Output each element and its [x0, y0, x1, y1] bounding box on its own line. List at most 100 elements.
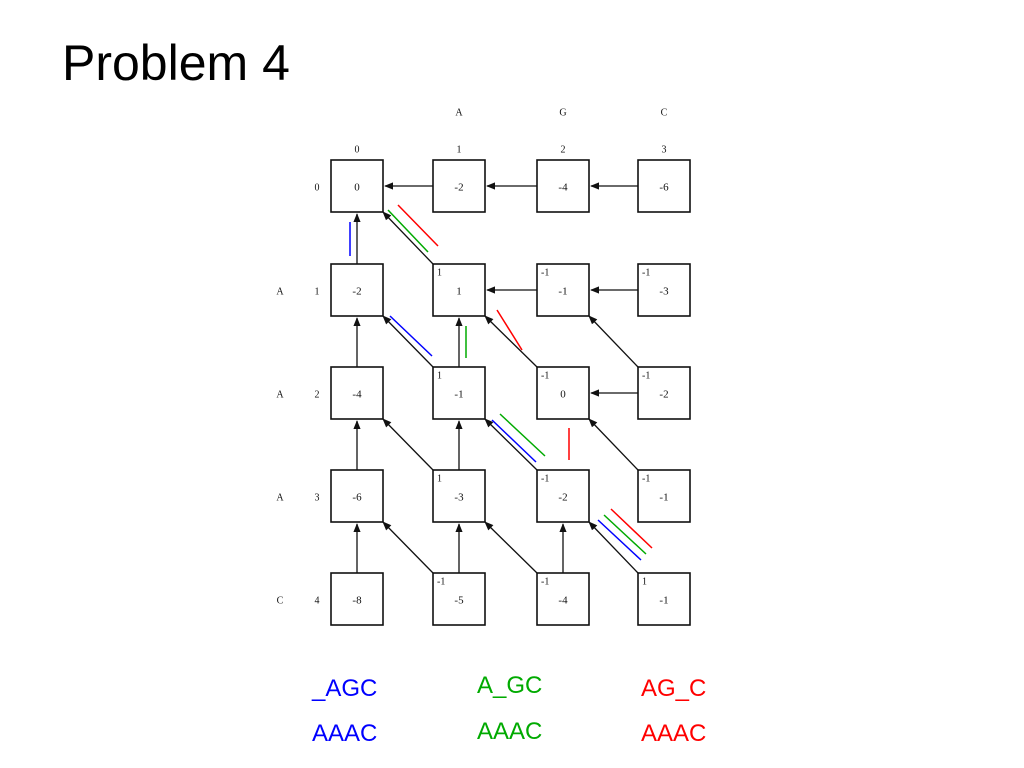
arrow-diagonal	[382, 521, 434, 574]
cell-box	[637, 469, 691, 523]
cell-score: -4	[558, 182, 568, 194]
column-letter: A	[455, 107, 463, 118]
cell-substitution-score: -1	[541, 576, 549, 587]
cell-box	[432, 263, 486, 317]
cell-substitution-score: 1	[437, 267, 442, 278]
matrix-cell: -6	[330, 469, 384, 523]
arrow-diagonal	[588, 418, 639, 471]
cell-score: 0	[354, 182, 360, 194]
alignment-red-bottom: AAAC	[641, 720, 707, 747]
cell-box	[637, 366, 691, 420]
arrow-diagonal	[588, 521, 639, 574]
cell-score: -6	[352, 492, 362, 504]
red-path-arrow	[397, 204, 439, 247]
arrow-diagonal	[484, 418, 538, 471]
cell-score: -1	[454, 389, 463, 401]
cell-score: -5	[454, 595, 464, 607]
matrix-cell: -2	[432, 159, 486, 213]
matrix-cell: -2 -1	[536, 469, 590, 523]
cell-substitution-score: -1	[541, 473, 549, 484]
cell-score: -3	[659, 286, 669, 298]
alignment-green-bottom: AAAC	[477, 718, 543, 745]
alignment-blue-bottom: AAAC	[312, 720, 378, 747]
cell-box	[330, 469, 384, 523]
matrix-cell: 11	[432, 263, 486, 317]
matrix-cell: -8	[330, 572, 384, 626]
matrix-cell: -5-1	[432, 572, 486, 626]
cell-box	[330, 263, 384, 317]
matrix-cell: 0	[330, 159, 384, 213]
cell-box	[432, 469, 486, 523]
matrix-cell: -1 1	[432, 366, 486, 420]
blue-path-arrow	[597, 519, 642, 561]
cell-score: 0	[560, 389, 566, 401]
arrow-diagonal	[588, 315, 639, 368]
arrow-diagonal	[382, 315, 434, 368]
column-index: 1	[457, 144, 462, 155]
cell-substitution-score: -1	[541, 370, 549, 381]
blue-path-arrow	[389, 315, 433, 357]
cell-box	[330, 159, 384, 213]
row-letter: C	[277, 595, 284, 606]
cell-substitution-score: 1	[437, 370, 442, 381]
red-path-arrow	[610, 508, 653, 549]
cell-substitution-score: 1	[437, 473, 442, 484]
cell-score: -2	[659, 389, 668, 401]
cell-score: -1	[659, 492, 668, 504]
arrow-diagonal	[382, 418, 434, 471]
cell-score: -8	[352, 595, 362, 607]
cell-score: -6	[659, 182, 669, 194]
cell-box	[536, 159, 590, 213]
cell-box	[536, 263, 590, 317]
cell-box	[637, 263, 691, 317]
cell-box	[330, 366, 384, 420]
red-path-arrow	[496, 309, 523, 351]
cell-box	[536, 572, 590, 626]
matrix-cell: 0 -1	[536, 366, 590, 420]
matrix-cell: -1 1	[637, 572, 691, 626]
matrix-cell: -2 -1	[637, 366, 691, 420]
cell-box	[432, 366, 486, 420]
green-path-arrow	[499, 413, 546, 457]
row-index: 0	[315, 182, 320, 193]
cell-score: -2	[558, 492, 567, 504]
column-index: 3	[662, 144, 667, 155]
cell-substitution-score: -1	[541, 267, 549, 278]
row-letter: A	[276, 492, 284, 503]
cell-box	[330, 572, 384, 626]
arrow-diagonal	[484, 521, 538, 574]
cell-score: -1	[659, 595, 668, 607]
cell-substitution-score: -1	[642, 473, 650, 484]
matrix-cell: -4	[330, 366, 384, 420]
highlighted-path-arrows	[349, 204, 653, 561]
matrix-cell: -1-1	[536, 263, 590, 317]
row-index: 3	[315, 492, 320, 503]
cell-substitution-score: -1	[642, 370, 650, 381]
matrix-cell: -4	[536, 159, 590, 213]
row-index: 4	[315, 595, 320, 606]
matrix-cell: -3-1	[637, 263, 691, 317]
traceback-arrows	[353, 182, 639, 574]
slide-title: Problem 4	[62, 35, 290, 91]
matrix-cell: -6	[637, 159, 691, 213]
cell-substitution-score: 1	[642, 576, 647, 587]
matrix-cell: -3 1	[432, 469, 486, 523]
cell-box	[536, 469, 590, 523]
cell-score: -2	[454, 182, 463, 194]
column-index: 0	[355, 144, 360, 155]
cell-box	[432, 572, 486, 626]
cell-score: -4	[558, 595, 568, 607]
alignment-blue-top: _AGC	[312, 675, 378, 702]
green-path-arrow	[387, 209, 429, 253]
cell-box	[637, 572, 691, 626]
cell-score: -4	[352, 389, 362, 401]
cell-score: 1	[456, 286, 462, 298]
column-letter: G	[559, 107, 566, 118]
cell-score: -3	[454, 492, 464, 504]
row-index: 2	[315, 389, 320, 400]
column-index: 2	[561, 144, 566, 155]
alignment-green-top: A_GC	[477, 672, 543, 699]
cell-box	[536, 366, 590, 420]
